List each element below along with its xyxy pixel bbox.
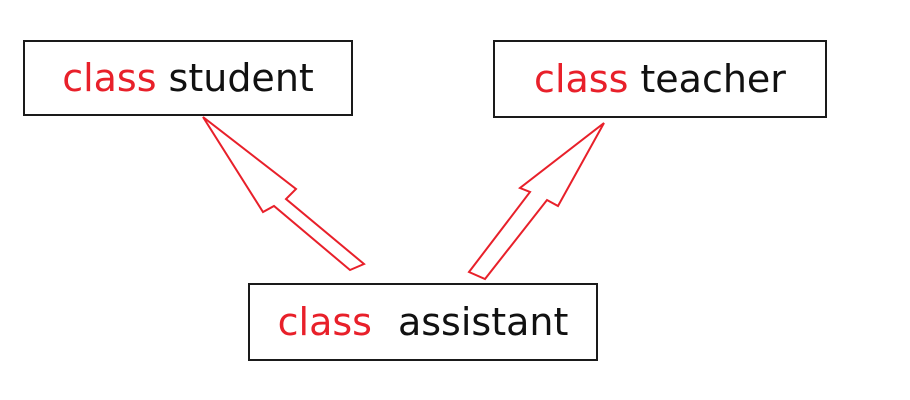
class-name-assistant: assistant [397, 300, 569, 344]
class-box-student: class student [23, 40, 353, 116]
arrow-assistant-to-student [202, 116, 366, 272]
class-box-teacher: class teacher [493, 40, 827, 118]
class-keyword-teacher: class [534, 57, 629, 101]
class-name-teacher: teacher [640, 57, 786, 101]
class-keyword-student: class [62, 56, 157, 100]
class-name-student: student [168, 56, 314, 100]
class-keyword-assistant: class [277, 300, 372, 344]
arrow-assistant-to-teacher [467, 122, 605, 281]
class-box-assistant: class assistant [248, 283, 598, 361]
